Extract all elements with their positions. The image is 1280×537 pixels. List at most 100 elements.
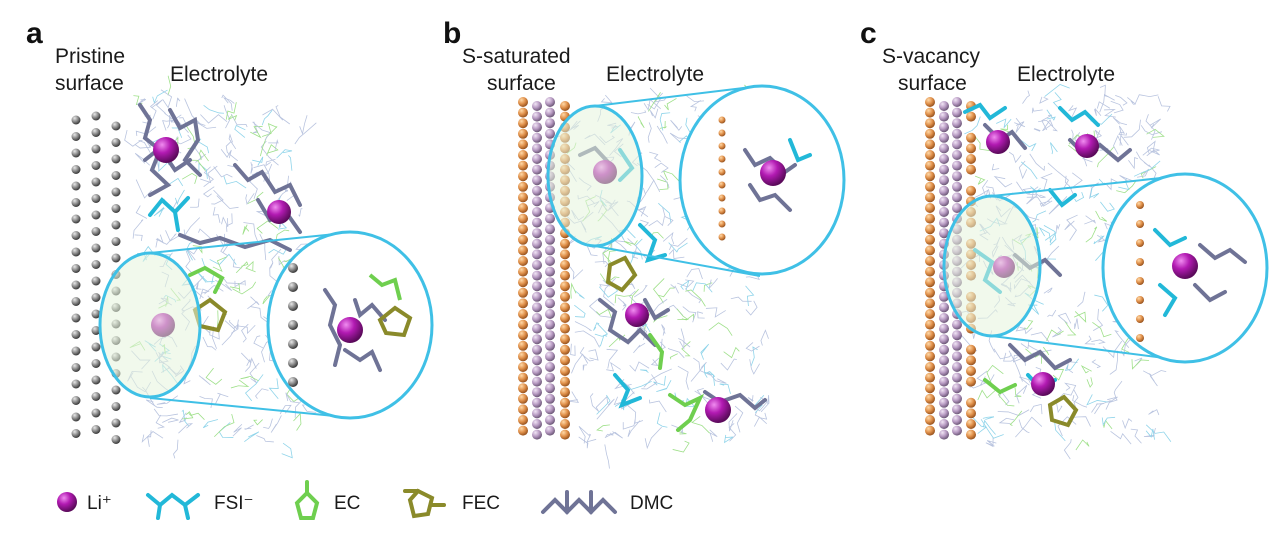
- solvent-mesh-line: [669, 132, 690, 143]
- solvent-mesh-line: [275, 105, 291, 125]
- sulfur-atom: [518, 150, 528, 160]
- solvent-mesh-line: [1064, 358, 1080, 372]
- solvent-mesh-line: [259, 233, 267, 261]
- solvent-mesh-line: [134, 234, 143, 241]
- panel-a-surface-label-line1: Pristine: [55, 45, 125, 68]
- legend-dmc: DMC: [541, 490, 673, 515]
- metal-atom: [939, 185, 949, 196]
- sulfur-atom: [925, 266, 935, 277]
- solvent-mesh-line: [137, 98, 147, 105]
- metal-atom: [939, 429, 949, 440]
- solvent-mesh-line: [574, 330, 600, 348]
- zoom-sulfur-atom: [718, 233, 726, 241]
- solvent-mesh-line: [686, 95, 705, 102]
- solvent-mesh-line: [261, 109, 273, 126]
- solvent-mesh-line: [1131, 359, 1150, 370]
- pristine-atom: [91, 227, 101, 236]
- panel-c: c S-vacancy surface Electrolyte: [860, 17, 1269, 460]
- solvent-mesh-line: [1025, 348, 1042, 364]
- metal-atom: [952, 160, 962, 171]
- solvent-mesh-line: [132, 219, 144, 239]
- solvent-mesh-line: [263, 418, 273, 429]
- solvent-mesh-line: [685, 289, 706, 307]
- solvent-mesh-line: [1089, 188, 1100, 199]
- sulfur-atom: [518, 309, 528, 319]
- solvent-mesh-line: [569, 266, 584, 280]
- metal-atom: [545, 383, 555, 394]
- solvent-mesh-line: [253, 335, 264, 349]
- solvent-mesh-line: [640, 369, 649, 373]
- sulfur-atom: [518, 287, 528, 298]
- solvent-mesh-line: [1080, 365, 1092, 374]
- solvent-mesh-line: [230, 113, 248, 128]
- sulfur-atom: [925, 256, 935, 266]
- solvent-mesh-line: [604, 431, 623, 439]
- metal-atom: [939, 302, 949, 313]
- solvent-mesh-line: [1029, 153, 1045, 172]
- sulfur-atom: [925, 415, 935, 425]
- panel-b-zoom-source-circle: [546, 104, 644, 248]
- solvent-mesh-line: [1035, 192, 1046, 198]
- solvent-mesh-line: [284, 175, 289, 193]
- sulfur-atom: [966, 429, 976, 440]
- pristine-atom: [111, 154, 121, 164]
- solvent-mesh-line: [1118, 131, 1127, 136]
- solvent-mesh-line: [279, 404, 292, 415]
- solvent-mesh-line: [594, 260, 609, 268]
- zoom-sulfur-atom: [718, 142, 726, 150]
- pristine-atom: [71, 231, 81, 240]
- solvent-mesh-line: [1143, 427, 1156, 437]
- panel-b-surface-label-line1: S-saturated: [462, 45, 571, 68]
- pristine-atom: [91, 326, 101, 335]
- solvent-mesh-line: [1097, 146, 1115, 168]
- solvent-mesh-line: [660, 338, 666, 350]
- solvent-mesh-line: [1038, 245, 1060, 269]
- solvent-mesh-line: [234, 124, 246, 138]
- solvent-mesh-line: [174, 189, 185, 206]
- solvent-mesh-line: [704, 371, 716, 378]
- sulfur-atom: [518, 171, 528, 182]
- solvent-mesh-line: [588, 297, 612, 318]
- pristine-atom: [91, 293, 101, 302]
- sulfur-atom: [560, 238, 570, 249]
- solvent-mesh-line: [243, 222, 259, 244]
- metal-atom: [532, 419, 542, 429]
- solvent-mesh-line: [200, 165, 218, 184]
- solvent-mesh-line: [1084, 335, 1095, 345]
- solvent-mesh-line: [1030, 186, 1041, 194]
- pristine-atom: [71, 115, 81, 125]
- solvent-mesh-line: [753, 412, 768, 427]
- solvent-mesh-line: [579, 347, 594, 362]
- metal-atom: [952, 139, 962, 150]
- solvent-mesh-line: [649, 151, 662, 162]
- metal-atom: [952, 415, 962, 425]
- sulfur-atom: [925, 425, 935, 436]
- sulfur-atom: [518, 213, 528, 224]
- solvent-mesh-line: [623, 380, 652, 390]
- metal-atom: [952, 150, 962, 160]
- pristine-atom: [111, 237, 121, 246]
- panel-letter-a: a: [26, 17, 43, 50]
- solvent-mesh-line: [232, 258, 242, 269]
- zoom-sulfur-atom: [1136, 220, 1144, 228]
- zoom-pristine-atom: [288, 282, 298, 292]
- ec-molecule-icon: [294, 480, 320, 520]
- pristine-atom: [71, 165, 81, 174]
- solvent-mesh-line: [1148, 409, 1160, 416]
- solvent-mesh-line: [275, 229, 290, 242]
- solvent-mesh-line: [595, 395, 609, 412]
- panel-a-fsi: [148, 196, 190, 232]
- metal-atom: [939, 419, 949, 429]
- sulfur-atom: [966, 185, 976, 196]
- sulfur-atom: [966, 111, 976, 122]
- solvent-mesh-line: [664, 98, 677, 111]
- metal-atom: [545, 97, 555, 107]
- solvent-mesh-line: [252, 121, 271, 141]
- solvent-mesh-line: [662, 170, 682, 184]
- panel-c-surface-label-line2: surface: [898, 72, 967, 95]
- sulfur-atom: [560, 376, 570, 387]
- panel-a-surface-label-line2: surface: [55, 72, 124, 95]
- metal-atom: [532, 207, 542, 217]
- panel-a-electrolyte-label: Electrolyte: [170, 63, 268, 86]
- sulfur-atom: [925, 309, 935, 319]
